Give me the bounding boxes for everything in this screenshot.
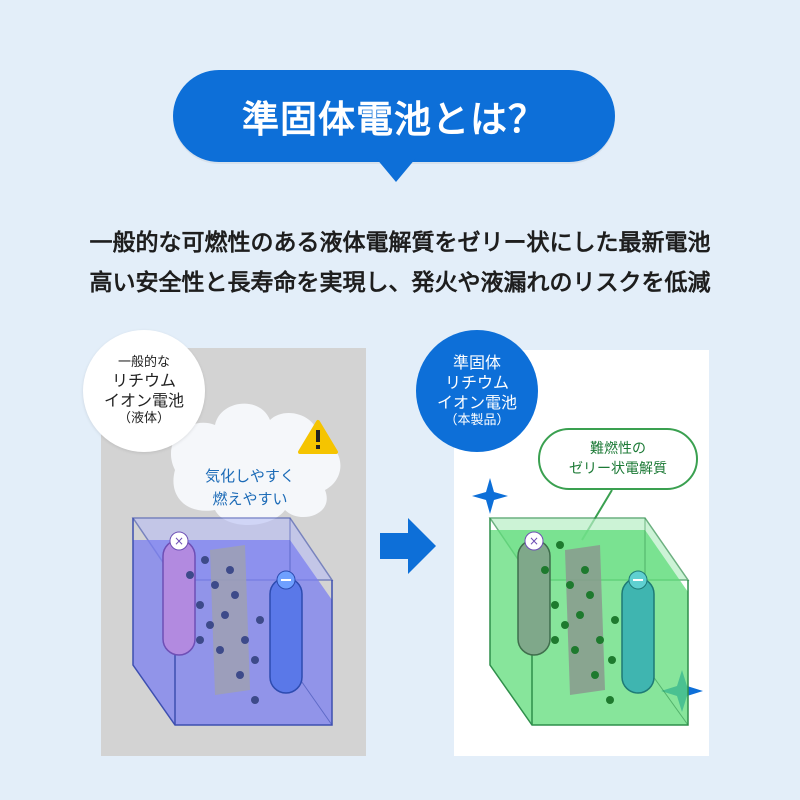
vapor-cloud-text: 気化しやすく 燃えやすい xyxy=(190,465,310,510)
vapor-cloud xyxy=(170,403,341,525)
svg-text:×: × xyxy=(174,534,184,548)
callout-line2: ゼリー状電解質 xyxy=(569,461,667,477)
right-label-line2: リチウム xyxy=(444,372,509,392)
gel-electrolyte-callout: 難燃性の ゼリー状電解質 xyxy=(538,428,698,490)
svg-text:×: × xyxy=(529,534,539,548)
left-separator xyxy=(210,545,250,695)
callout-line1: 難燃性の xyxy=(590,440,646,457)
title-bubble-tail xyxy=(376,158,416,182)
right-cathode xyxy=(517,539,551,656)
description-line-1: 一般的な可燃性のある液体電解質をゼリー状にした最新電池 xyxy=(89,230,711,256)
left-label-line4: （液体） xyxy=(117,411,170,426)
description-line-2: 高い安全性と長寿命を実現し、発火や液漏れのリスクを低減 xyxy=(89,270,711,296)
right-battery-label: 準固体 リチウム イオン電池 （本製品） xyxy=(416,330,538,452)
right-anode xyxy=(621,577,655,694)
cloud-text-line2: 燃えやすい xyxy=(212,489,288,508)
left-battery-label: 一般的な リチウム イオン電池 （液体） xyxy=(83,330,205,452)
right-label-line3: イオン電池 xyxy=(436,392,517,412)
right-label-line1: 準固体 xyxy=(452,352,501,372)
left-label-line2: リチウム xyxy=(111,371,176,390)
title-bubble: 準固体電池とは？ xyxy=(173,70,615,162)
right-arrow-icon xyxy=(380,518,436,574)
left-label-line3: イオン電池 xyxy=(103,391,184,410)
right-label-line4: （本製品） xyxy=(444,412,510,428)
warning-triangle-icon xyxy=(298,420,338,454)
left-label-line1: 一般的な xyxy=(117,354,170,370)
page-title: 準固体電池とは？ xyxy=(242,98,546,141)
right-separator xyxy=(565,545,605,695)
cloud-text-line1: 気化しやすく xyxy=(205,467,295,485)
